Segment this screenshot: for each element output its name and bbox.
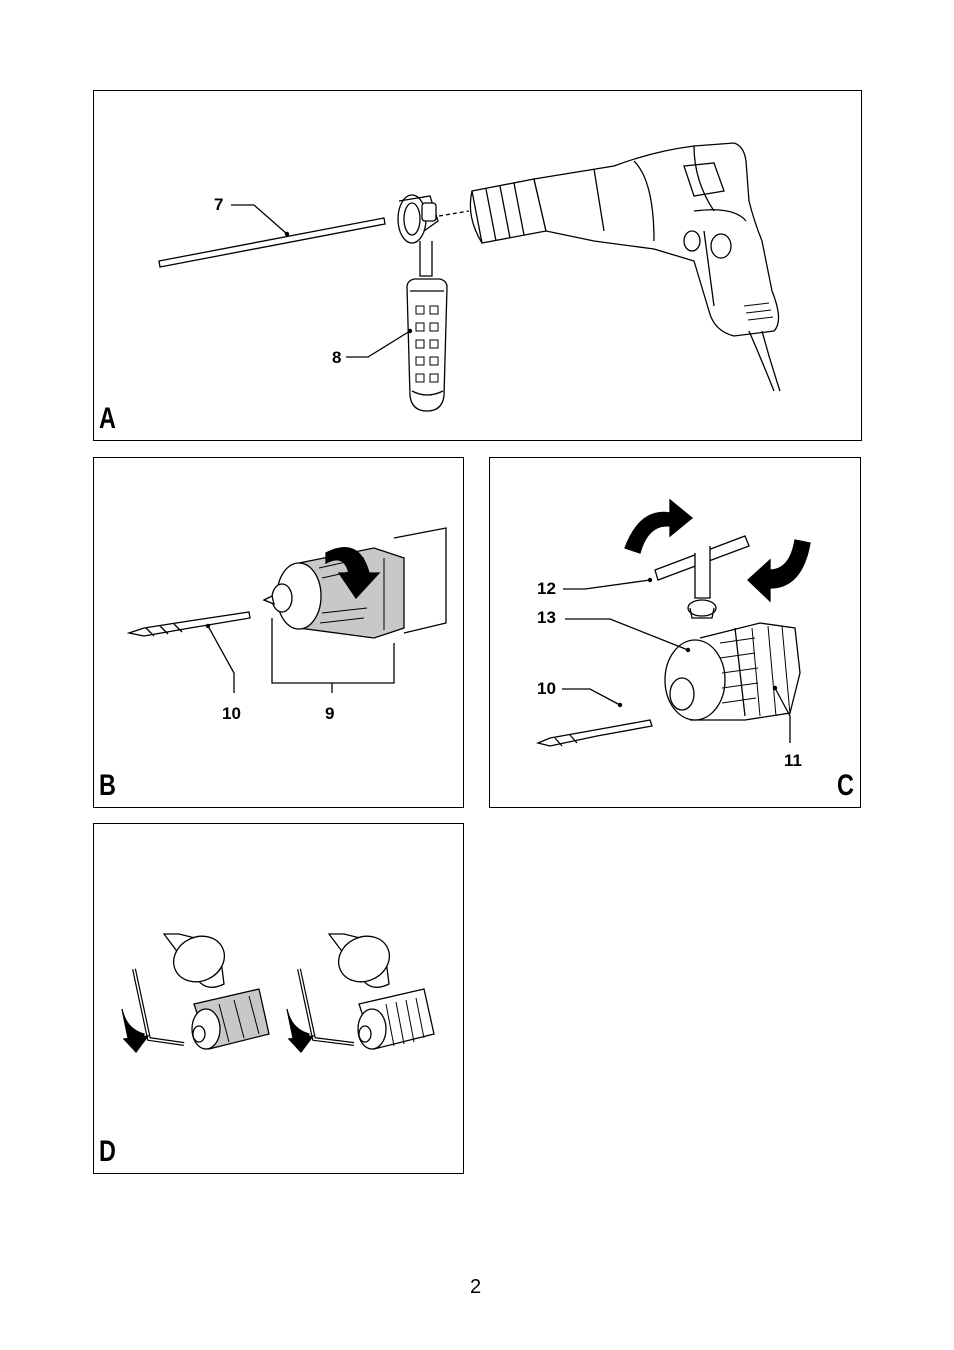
panel-label-c: C bbox=[837, 769, 854, 802]
callout-12: 12 bbox=[537, 579, 556, 598]
figure-panel-d: D bbox=[93, 823, 464, 1174]
figure-panel-a: 7 8 A bbox=[93, 90, 862, 441]
callout-10-c: 10 bbox=[537, 679, 556, 698]
callout-11: 11 bbox=[784, 751, 802, 770]
key-chuck-illustration bbox=[535, 498, 811, 747]
drill-assembly-illustration bbox=[158, 142, 781, 412]
panel-label-b: B bbox=[99, 769, 116, 802]
chuck-removal-illustration bbox=[121, 933, 435, 1054]
callout-9: 9 bbox=[325, 704, 335, 723]
page-number: 2 bbox=[470, 1276, 482, 1298]
panel-label-d: D bbox=[99, 1135, 116, 1168]
callout-7: 7 bbox=[214, 195, 224, 214]
callout-8: 8 bbox=[332, 348, 342, 367]
callout-13: 13 bbox=[537, 608, 556, 627]
panel-label-a: A bbox=[99, 402, 116, 435]
figure-panel-c: 12 13 10 11 C bbox=[489, 457, 861, 808]
figure-panel-b: 10 9 B bbox=[93, 457, 464, 808]
callout-10: 10 bbox=[222, 704, 241, 723]
keyless-chuck-illustration bbox=[126, 527, 447, 693]
